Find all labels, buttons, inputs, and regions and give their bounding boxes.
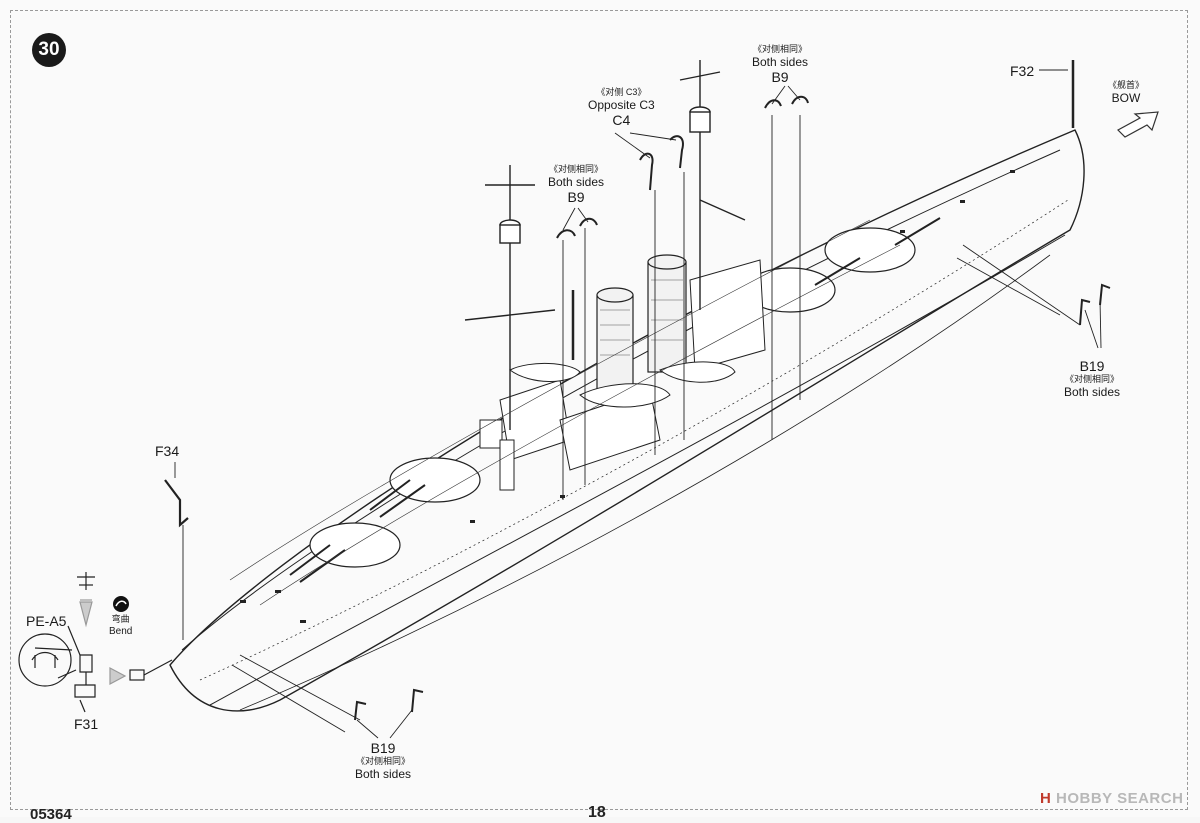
part-shapes bbox=[164, 60, 1111, 721]
label-en: Both sides bbox=[548, 175, 605, 189]
boats bbox=[509, 361, 736, 408]
label-cn: 弯曲 bbox=[111, 614, 130, 624]
gun-barrels bbox=[289, 217, 941, 583]
keel-line bbox=[239, 254, 1051, 711]
label-cn: 《对侧相同》 bbox=[549, 164, 604, 174]
funnel-grilles bbox=[600, 279, 683, 356]
part-number: C4 bbox=[612, 112, 631, 128]
callout-f34: F34 bbox=[155, 443, 180, 459]
callout-b9-mid: 《对侧相同》 Both sides B9 bbox=[548, 164, 604, 205]
hull-lower-line bbox=[209, 234, 1066, 706]
deck-railings bbox=[229, 219, 901, 606]
label-cn: 《对侧 C3》 bbox=[596, 87, 647, 97]
watermark-text: HOBBY SEARCH bbox=[1056, 790, 1184, 807]
label-cn: 《对侧相同》 bbox=[356, 756, 411, 766]
turret-fore-2 bbox=[824, 227, 916, 273]
label-cn: 《对侧相同》 bbox=[753, 44, 808, 54]
callout-f32: F32 bbox=[1010, 63, 1035, 79]
label-en: BOW bbox=[1111, 91, 1141, 105]
label-en: Opposite C3 bbox=[588, 98, 655, 112]
watermark-logo-icon: H bbox=[1040, 790, 1052, 807]
product-code: 05364 bbox=[30, 806, 72, 823]
callout-b19-right: B19 《对侧相同》 Both sides bbox=[1064, 358, 1120, 399]
label-cn: 《舰首》 bbox=[1108, 80, 1145, 90]
watermark: H HOBBY SEARCH bbox=[1040, 790, 1183, 807]
callout-c3: 《对侧 C3》 Opposite C3 C4 bbox=[588, 87, 655, 128]
label-en: Both sides bbox=[355, 767, 412, 781]
funnels bbox=[596, 254, 687, 391]
callout-pe-a5: PE-A5 bbox=[26, 613, 67, 629]
label-en: Both sides bbox=[752, 55, 809, 69]
bend-icon bbox=[113, 596, 129, 612]
part-number: B19 bbox=[1079, 358, 1105, 374]
callout-bend: 弯曲 Bend bbox=[109, 614, 132, 639]
callout-b19-bottom: B19 《对侧相同》 Both sides bbox=[355, 740, 411, 781]
page-number: 18 bbox=[588, 804, 606, 821]
part-number: B9 bbox=[771, 69, 789, 85]
masts bbox=[464, 60, 746, 430]
step-number-badge: 30 bbox=[32, 33, 66, 67]
pe-a5-subassembly bbox=[18, 572, 173, 713]
funnel-aft bbox=[596, 294, 634, 391]
deck-fittings bbox=[240, 170, 1015, 623]
turret-aft-2 bbox=[389, 457, 481, 503]
page-border bbox=[10, 10, 1188, 810]
label-en: Both sides bbox=[1064, 385, 1121, 399]
part-number: B19 bbox=[370, 740, 396, 756]
callout-f31: F31 bbox=[74, 716, 99, 732]
part-number: B9 bbox=[567, 189, 585, 205]
callout-bow: 《舰首》 BOW bbox=[1108, 80, 1144, 105]
funnel-fore bbox=[647, 261, 687, 373]
bow-arrow-icon bbox=[1117, 111, 1159, 138]
leader-lines bbox=[174, 69, 1102, 739]
callout-b9-top: 《对侧相同》 Both sides B9 bbox=[752, 44, 808, 85]
turrets bbox=[309, 227, 916, 568]
side-belt-line bbox=[199, 199, 1069, 681]
label-en: Bend bbox=[109, 626, 133, 637]
magnify-circle bbox=[18, 633, 72, 687]
label-cn: 《对侧相同》 bbox=[1065, 374, 1120, 384]
